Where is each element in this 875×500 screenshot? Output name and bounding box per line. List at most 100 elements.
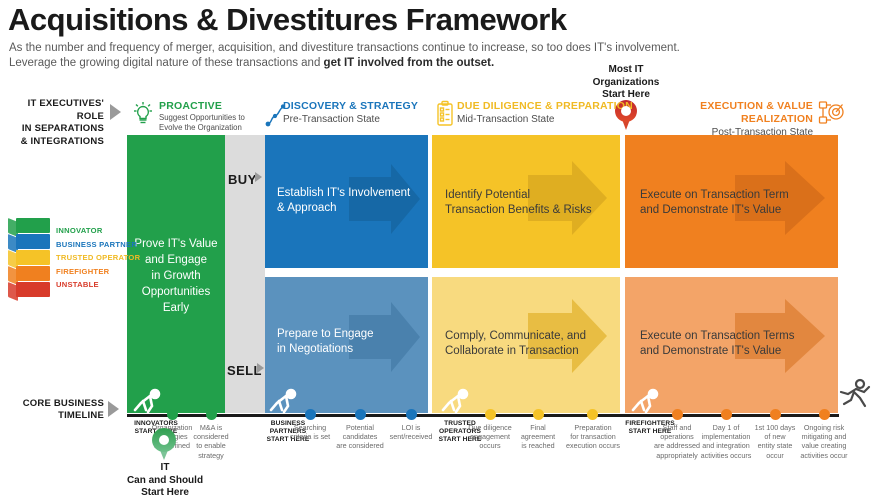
timeline-milestone-text: Staff and operations are addressed appro… bbox=[644, 423, 710, 460]
legend-item-firefighter: FIREFIGHTER bbox=[56, 266, 110, 276]
worker-icon-innovators bbox=[133, 388, 161, 414]
ms10-l1: 1st 100 days bbox=[754, 423, 796, 432]
sell-arrow-shape-due-diligence bbox=[528, 299, 607, 373]
buy-text-discovery: Establish IT's Involvement & Approach bbox=[277, 186, 410, 216]
ms8-l1: Staff and bbox=[662, 423, 692, 432]
sell-label: SELL bbox=[227, 363, 262, 378]
timeline-dot[interactable] bbox=[355, 409, 366, 420]
timeline-dot[interactable] bbox=[406, 409, 417, 420]
ms7-l2: for transaction bbox=[570, 432, 616, 442]
most-it-line-3: Start Here bbox=[602, 89, 650, 100]
persona-to-l1: TRUSTED bbox=[444, 420, 476, 427]
persona-innovators-l1: INNOVATORS bbox=[134, 420, 178, 427]
timeline-dot[interactable] bbox=[206, 409, 217, 420]
lightbulb-icon bbox=[134, 102, 152, 124]
phase-title-execution: EXECUTION & VALUE REALIZATION bbox=[700, 100, 813, 125]
buy-exec-line-2: and Demonstrate IT's Value bbox=[640, 204, 782, 216]
ms1-l1: M&A is bbox=[199, 423, 223, 432]
legend-item-unstable: UNSTABLE bbox=[56, 280, 99, 290]
worker-icon-trusted-operators bbox=[441, 388, 469, 414]
timeline-dot[interactable] bbox=[770, 409, 781, 420]
sell-arrow-shape-execution bbox=[735, 299, 825, 373]
timeline-dot[interactable] bbox=[721, 409, 732, 420]
buy-text-execution: Execute on Transaction Term and Demonstr… bbox=[640, 188, 789, 218]
ms2-l1: Searching bbox=[293, 423, 327, 432]
persona-bp-l2: PARTNERS bbox=[269, 427, 307, 435]
timeline-arrow-icon bbox=[108, 401, 119, 417]
ms9-l4: activities occurs bbox=[700, 450, 752, 460]
ms3-l1: Potential bbox=[346, 423, 374, 432]
timeline-dot[interactable] bbox=[672, 409, 683, 420]
growth-line-1: Prove IT's Value bbox=[134, 238, 218, 250]
timeline-milestone-text: Day 1 of implementation and integration … bbox=[693, 423, 759, 460]
band-proactive-growth bbox=[127, 135, 225, 413]
persona-to-l2: OPERATORS bbox=[438, 427, 482, 435]
growth-line-5: Early bbox=[162, 302, 190, 314]
ms1-l3: to enable bbox=[196, 441, 226, 451]
magnifier-path-icon bbox=[265, 104, 286, 127]
core-business-timeline-label: CORE BUSINESS TIMELINE bbox=[4, 398, 104, 422]
timeline-milestone-text: Due diligence engagement occurs bbox=[457, 423, 523, 451]
timeline-dot[interactable] bbox=[485, 409, 496, 420]
persona-ff-l2: START HERE bbox=[628, 427, 672, 435]
phase-header-proactive: PROACTIVE Suggest Opportunities to Evolv… bbox=[159, 100, 245, 133]
most-it-line-2: Organizations bbox=[592, 76, 660, 88]
legend-item-trusted-operator: TRUSTED OPERATOR bbox=[56, 253, 141, 263]
sell-discovery-line-2: in Negotiations bbox=[277, 343, 354, 355]
subtitle-line-1: As the number and frequency of merger, a… bbox=[9, 42, 680, 54]
legend-item-business-partner: BUSINESS PARTNER bbox=[56, 239, 138, 249]
timeline-dot[interactable] bbox=[167, 409, 178, 420]
maturity-pyramid-icon bbox=[6, 217, 58, 302]
sell-dd-line-1: Comply, Communicate, and bbox=[445, 330, 587, 342]
persona-label-trusted-operators: TRUSTED OPERATORS START HERE bbox=[430, 420, 490, 443]
ms5-l2: engagement bbox=[470, 432, 510, 442]
phase-subtitle-proactive-l2: Evolve the Organization bbox=[159, 123, 242, 132]
phase-subtitle-due-diligence: Mid-Transaction State bbox=[457, 114, 555, 125]
ms8-l4: appropriately bbox=[656, 450, 698, 460]
role-label-line-1: IT EXECUTIVES' ROLE bbox=[27, 98, 104, 122]
sell-text-execution: Execute on Transaction Terms and Demonst… bbox=[640, 329, 794, 359]
timeline-dot[interactable] bbox=[587, 409, 598, 420]
ms7-l1: Preparation bbox=[574, 423, 612, 432]
page-subtitle: As the number and frequency of merger, a… bbox=[9, 41, 680, 71]
page-title: Acquisitions & Divestitures Framework bbox=[8, 2, 567, 37]
buy-cell-execution bbox=[625, 135, 838, 268]
worker-icon-business-partners bbox=[269, 388, 297, 414]
phase-subtitle-discovery: Pre-Transaction State bbox=[283, 114, 380, 125]
ms8-l3: are addressed bbox=[654, 441, 700, 451]
persona-bp-l1: BUSINESS bbox=[270, 420, 306, 427]
buy-arrow-shape-due-diligence bbox=[528, 161, 607, 235]
buy-dd-line-2: Transaction Benefits & Risks bbox=[445, 204, 592, 216]
buy-arrow-shape-discovery bbox=[349, 164, 420, 234]
persona-ff-l1: FIREFIGHTERS bbox=[625, 420, 675, 427]
phase-header-discovery: DISCOVERY & STRATEGY Pre-Transaction Sta… bbox=[283, 100, 418, 126]
timeline-dot[interactable] bbox=[305, 409, 316, 420]
timeline-milestone-text: LOI is sent/received bbox=[378, 423, 444, 441]
timeline-milestone-text: Potential candidates are considered bbox=[327, 423, 393, 451]
buy-arrow-shape-execution bbox=[735, 161, 825, 235]
buy-text-due-diligence: Identify Potential Transaction Benefits … bbox=[445, 188, 592, 218]
growth-line-3: in Growth bbox=[151, 270, 201, 282]
timeline-axis bbox=[127, 414, 839, 417]
phase-subtitle-proactive-l1: Suggest Opportunities to bbox=[159, 113, 245, 122]
growth-line-2: and Engage bbox=[144, 254, 208, 266]
role-arrow-icon bbox=[110, 104, 121, 120]
timeline-milestone-text: Final agreement is reached bbox=[505, 423, 571, 451]
it-start-pin-icon bbox=[152, 428, 176, 460]
ms0-l1: Organization bbox=[151, 423, 193, 432]
buy-arrow-icon bbox=[255, 172, 262, 182]
sell-dd-line-2: Collaborate in Transaction bbox=[445, 345, 579, 357]
ms10-l4: occur bbox=[766, 450, 784, 460]
phase-title-discovery: DISCOVERY & STRATEGY bbox=[283, 100, 419, 112]
runner-icon bbox=[839, 378, 871, 408]
worker-icon-firefighters bbox=[631, 388, 659, 414]
sell-discovery-line-1: Prepare to Engage bbox=[277, 328, 374, 340]
map-pin-icon bbox=[615, 100, 637, 130]
phase-header-execution: EXECUTION & VALUE REALIZATION Post-Trans… bbox=[628, 100, 813, 139]
ms1-l4: strategy bbox=[198, 450, 224, 460]
ms4-l2: sent/received bbox=[389, 432, 433, 442]
timeline-dot[interactable] bbox=[533, 409, 544, 420]
ms1-l2: considered bbox=[193, 432, 229, 442]
ms9-l2: implementation bbox=[701, 432, 751, 442]
timeline-dot[interactable] bbox=[819, 409, 830, 420]
